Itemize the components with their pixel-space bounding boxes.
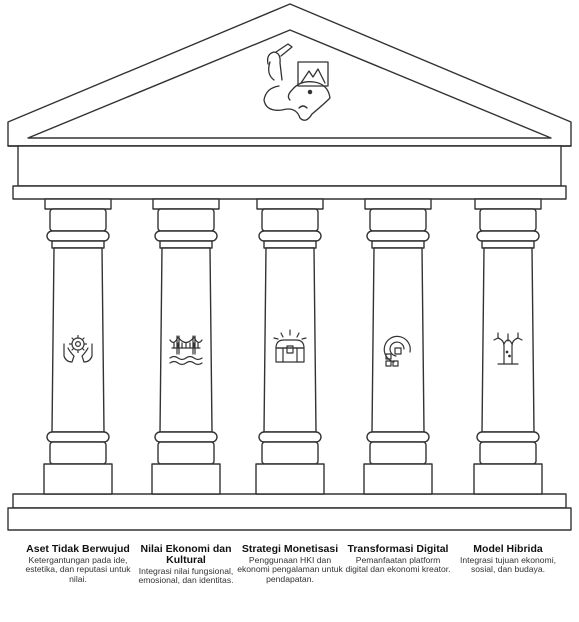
pillar-description: Integrasi tujuan ekonomi, sosial, dan bu… (459, 555, 557, 575)
pillar-title: Model Hibrida (473, 543, 543, 555)
pillar-title: Nilai Ekonomi dan Kultural (140, 543, 232, 566)
column-1 (43, 198, 113, 495)
pillar-title: Strategi Monetisasi (241, 543, 339, 555)
creativity-elephant-brush-icon (263, 43, 331, 121)
column-4 (363, 198, 433, 495)
bridge-over-water-icon (169, 335, 203, 366)
pillar-title: Transformasi Digital (347, 543, 449, 555)
column-5 (473, 198, 543, 495)
columns-group (43, 198, 543, 495)
pillar-icons-group (63, 329, 523, 367)
temple-base (7, 493, 572, 531)
entablature (12, 145, 567, 200)
pillar-description: Penggunaan HKI dan ekonomi pengalaman un… (237, 555, 343, 584)
tree-icon (493, 332, 523, 365)
pillar-description: Integrasi nilai fungsional, emosional, d… (138, 566, 234, 586)
pillar-description: Ketergantungan pada ide, estetika, dan r… (25, 555, 131, 584)
pillar-title: Aset Tidak Berwujud (26, 543, 130, 555)
pillar-description: Pemanfaatan platform digital dan ekonomi… (345, 555, 451, 575)
hands-holding-gear-icon (63, 334, 93, 363)
digital-link-icon (383, 335, 411, 367)
pediment (7, 3, 572, 147)
treasure-chest-icon (273, 329, 307, 363)
column-2 (151, 198, 221, 495)
